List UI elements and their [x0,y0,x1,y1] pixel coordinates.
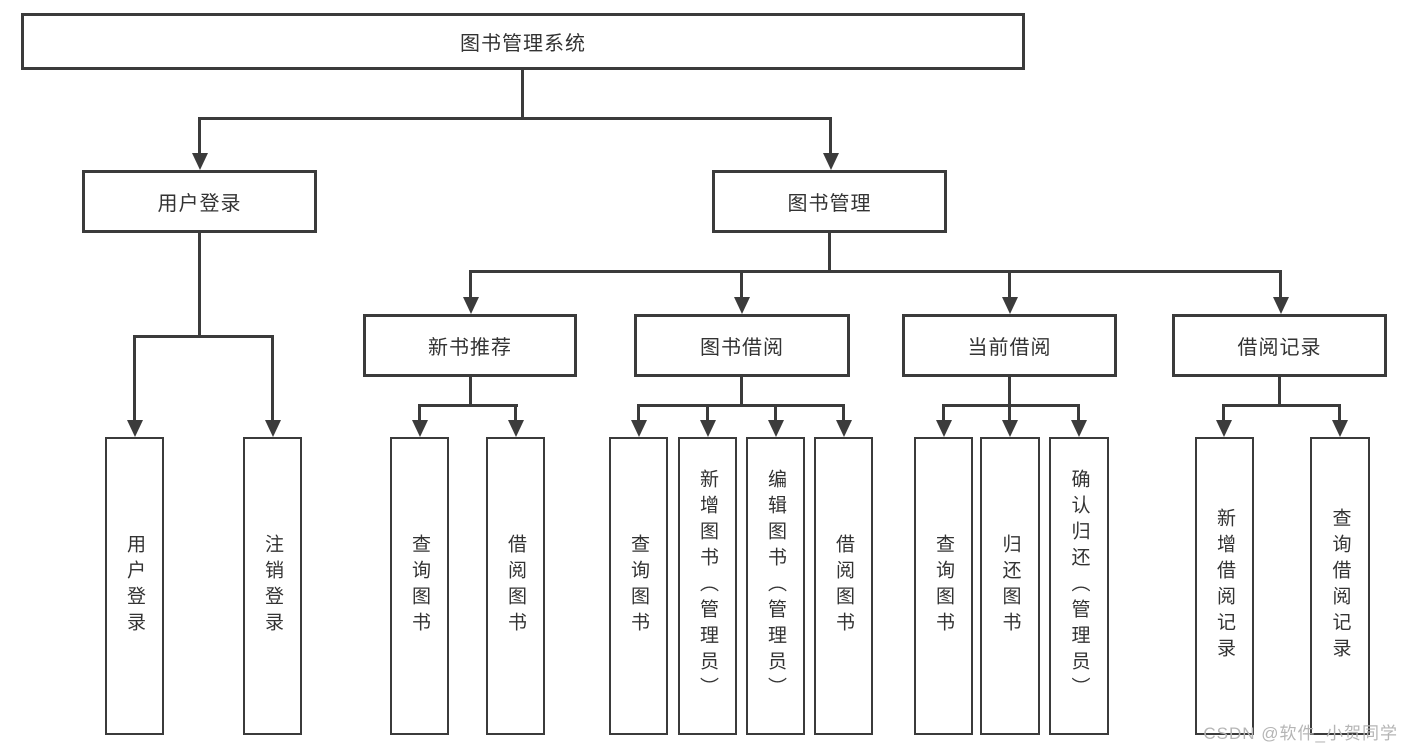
connector-line [133,335,136,421]
arrow-down-icon [127,420,143,437]
leaf-edit-book-admin: 编辑图书（管理员） [746,437,805,735]
connector-line [1077,404,1080,422]
node-label: 查询图书 [628,534,649,638]
leaf-query-borrow-record: 查询借阅记录 [1310,437,1370,735]
watermark: CSDN @软件_小贺同学 [1203,724,1398,743]
connector-line [521,68,524,119]
arrow-down-icon [700,420,716,437]
connector-line [1008,270,1011,300]
connector-line [842,404,845,422]
connector-line [1008,404,1011,422]
leaf-add-borrow-record: 新增借阅记录 [1195,437,1254,735]
arrow-down-icon [1002,297,1018,314]
node-book-borrow: 图书借阅 [634,314,850,377]
connector-line [1338,404,1341,422]
connector-line [740,270,743,300]
connector-line [942,404,945,422]
arrow-down-icon [192,153,208,170]
arrow-down-icon [1002,420,1018,437]
leaf-logout-login: 注销登录 [243,437,302,735]
node-label: 编辑图书（管理员） [765,469,786,703]
arrow-down-icon [631,420,647,437]
leaf-user-login: 用户登录 [105,437,164,735]
node-label: 借阅记录 [1237,337,1322,359]
leaf-add-book-admin: 新增图书（管理员） [678,437,737,735]
arrow-down-icon [836,420,852,437]
node-label: 用户登录 [124,534,145,638]
connector-line [198,117,832,120]
node-label: 借阅图书 [505,534,526,638]
arrow-down-icon [823,153,839,170]
leaf-query-books-borrow: 查询图书 [609,437,668,735]
connector-line [469,270,1282,273]
connector-line [942,404,1080,407]
arrow-down-icon [768,420,784,437]
node-library-system: 图书管理系统 [21,13,1025,70]
node-user-login: 用户登录 [82,170,317,233]
connector-line [469,270,472,300]
connector-line [828,233,831,272]
node-label: 确认归还（管理员） [1068,469,1090,703]
node-current-borrow: 当前借阅 [902,314,1117,377]
node-label: 图书管理 [787,193,872,215]
node-label: 注销登录 [262,534,283,638]
connector-line [514,404,517,422]
connector-line [198,233,201,337]
connector-line [774,404,777,422]
connector-line [1278,377,1281,406]
connector-line [271,335,274,421]
leaf-borrow-books: 借阅图书 [814,437,873,735]
node-label: 查询借阅记录 [1329,508,1351,664]
connector-line [740,377,743,406]
arrow-down-icon [734,297,750,314]
node-book-management: 图书管理 [712,170,947,233]
connector-line [418,404,518,407]
node-new-book-recommend: 新书推荐 [363,314,577,377]
arrow-down-icon [508,420,524,437]
node-label: 当前借阅 [967,337,1052,359]
connector-line [1222,404,1225,422]
connector-line [1222,404,1341,407]
arrow-down-icon [1071,420,1087,437]
arrow-down-icon [1273,297,1289,314]
node-label: 图书管理系统 [460,33,586,55]
node-label: 新增图书（管理员） [697,469,718,703]
connector-line [469,377,472,406]
connector-line [637,404,844,407]
connector-line [1279,270,1282,300]
node-label: 图书借阅 [700,337,784,359]
leaf-borrow-books-recommend: 借阅图书 [486,437,545,735]
node-label: 查询图书 [409,534,430,638]
arrow-down-icon [412,420,428,437]
leaf-confirm-return-admin: 确认归还（管理员） [1049,437,1109,735]
leaf-return-books: 归还图书 [980,437,1040,735]
connector-line [706,404,709,422]
leaf-query-books-recommend: 查询图书 [390,437,449,735]
connector-line [418,404,421,422]
arrow-down-icon [1332,420,1348,437]
connector-line [198,117,201,157]
node-label: 新增借阅记录 [1214,508,1235,664]
arrow-down-icon [463,297,479,314]
node-label: 用户登录 [157,193,242,215]
node-label: 查询图书 [933,534,954,638]
connector-line [133,335,274,338]
connector-line [637,404,640,422]
arrow-down-icon [265,420,281,437]
leaf-query-books-current: 查询图书 [914,437,973,735]
node-label: 借阅图书 [833,534,854,638]
node-label: 归还图书 [999,534,1021,638]
arrow-down-icon [936,420,952,437]
node-label: 新书推荐 [428,337,512,359]
connector-line [1008,377,1011,406]
node-borrow-records: 借阅记录 [1172,314,1387,377]
arrow-down-icon [1216,420,1232,437]
connector-line [829,117,832,157]
